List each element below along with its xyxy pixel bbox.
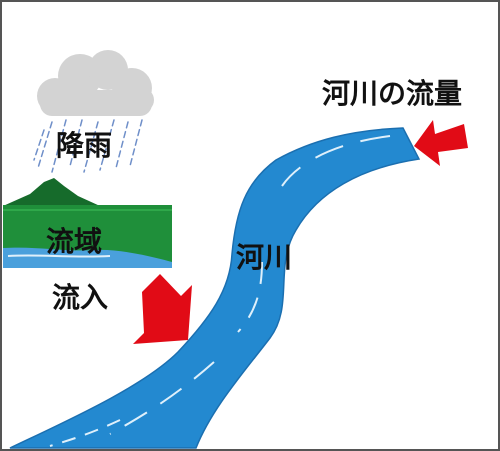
- flow-arrow-icon: [414, 120, 468, 166]
- river-label: 河川: [236, 241, 293, 274]
- rain-icon: [33, 119, 143, 173]
- inflow-label: 流入: [52, 281, 109, 314]
- river: [9, 127, 421, 449]
- inflow-arrow-icon: [133, 274, 192, 344]
- rainfall-label: 降雨: [56, 129, 113, 162]
- basin-label: 流域: [46, 225, 103, 258]
- river-flow-label: 河川の流量: [322, 77, 463, 110]
- basin-landscape: [3, 178, 172, 268]
- cloud-icon: [37, 50, 154, 116]
